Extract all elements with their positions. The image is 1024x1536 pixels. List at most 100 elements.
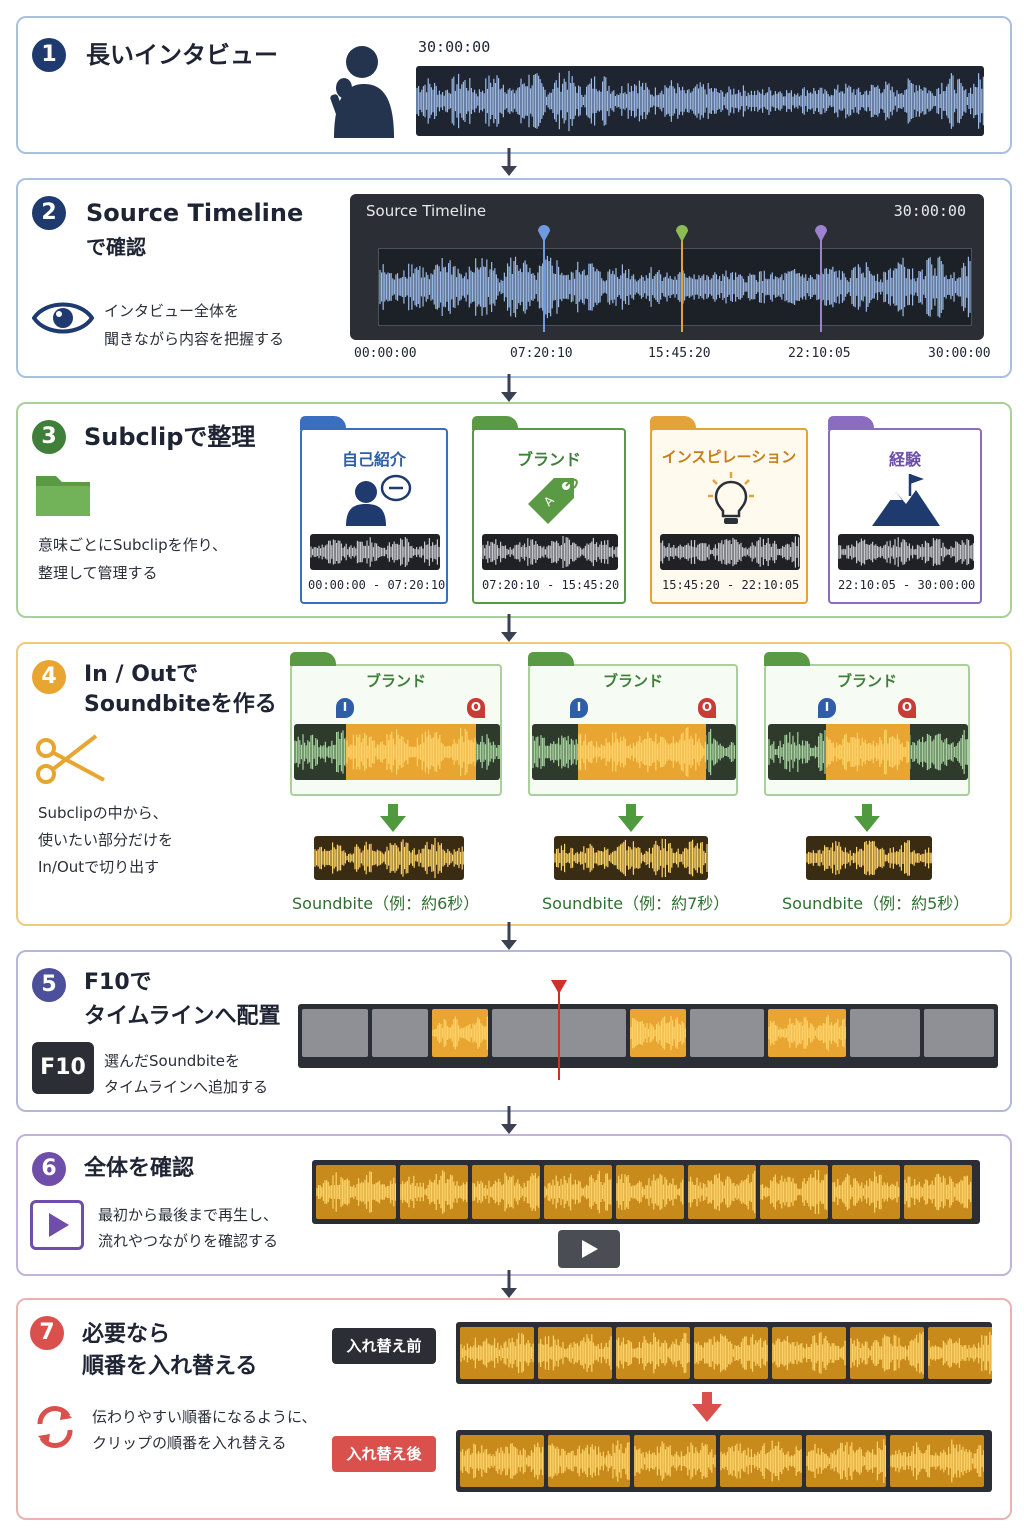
soundbite-clip[interactable] <box>768 1009 846 1057</box>
soundbite-clip[interactable] <box>548 1435 630 1487</box>
step-number: 1 <box>32 38 66 72</box>
out-marker[interactable]: O <box>467 698 485 718</box>
soundbite-clip[interactable] <box>720 1435 802 1487</box>
ruler-tc-1: 07:20:10 <box>510 346 573 361</box>
after-timeline[interactable] <box>456 1430 992 1492</box>
marker-pin-icon <box>815 225 827 242</box>
waveform <box>544 1170 612 1214</box>
step-title: 長いインタビュー <box>86 41 278 69</box>
step-desc-1: Subclipの中から、 <box>38 804 168 822</box>
waveform <box>720 1440 802 1482</box>
waveform <box>310 537 440 567</box>
gap-clip <box>850 1009 920 1057</box>
in-out-selection[interactable] <box>826 724 910 780</box>
step-desc-3: In/Outで切り出す <box>38 858 160 876</box>
down-arrow-icon <box>692 1392 722 1422</box>
soundbite-clip[interactable] <box>460 1435 544 1487</box>
preview-play-button[interactable] <box>558 1230 620 1268</box>
subclip-strip <box>532 724 736 780</box>
brand-subclip-1[interactable]: ブランド I O <box>290 652 502 796</box>
subclip-folder-inspiration[interactable]: インスピレーション 15:45:20 - 22:10:05 <box>650 416 808 604</box>
soundbite-clip[interactable] <box>460 1327 534 1379</box>
step-title: 全体を確認 <box>84 1156 195 1181</box>
flow-arrow <box>501 614 517 642</box>
folder-tab <box>472 416 518 430</box>
subclip-folder-self-intro[interactable]: 自己紹介 00:00:00 - 07:20:10 <box>300 416 448 604</box>
brand-subclip-2[interactable]: ブランド I O <box>528 652 738 796</box>
soundbite-clip[interactable] <box>544 1165 612 1219</box>
gap-clip <box>302 1009 368 1057</box>
folder-icon <box>36 476 90 516</box>
step-desc-2: クリップの順番を入れ替える <box>92 1434 287 1452</box>
waveform <box>460 1442 544 1480</box>
soundbite-clip[interactable] <box>850 1327 924 1379</box>
subclip-range: 15:45:20 - 22:10:05 <box>662 578 800 592</box>
in-marker[interactable]: I <box>818 698 836 718</box>
waveform <box>400 1170 468 1214</box>
subclip-range: 07:20:10 - 15:45:20 <box>482 578 620 592</box>
brand-subclip-3[interactable]: ブランド I O <box>764 652 970 796</box>
soundbite-clip[interactable] <box>928 1327 992 1379</box>
waveform <box>760 1170 828 1214</box>
interviewee-silhouette-icon <box>330 46 394 138</box>
edit-timeline[interactable] <box>298 1004 998 1068</box>
in-marker[interactable]: I <box>336 698 354 718</box>
soundbite-clip[interactable] <box>538 1327 612 1379</box>
in-out-selection[interactable] <box>346 724 476 780</box>
subclip-folder-brand[interactable]: ブランド A 07:20:10 - 15:45:20 <box>472 416 626 604</box>
gap-clip <box>924 1009 994 1057</box>
step-desc-2: 使いたい部分だけを <box>38 831 174 849</box>
soundbite-clip[interactable] <box>472 1165 540 1219</box>
out-marker[interactable]: O <box>698 698 716 718</box>
waveform <box>850 1331 924 1375</box>
soundbite-clip[interactable] <box>694 1327 768 1379</box>
subclip-folder-experience[interactable]: 経験 22:10:05 - 30:00:00 <box>828 416 982 604</box>
out-marker[interactable]: O <box>898 698 916 718</box>
folder-label: ブランド <box>365 672 426 690</box>
assembled-timeline[interactable] <box>312 1160 980 1224</box>
waveform <box>688 1170 756 1214</box>
soundbite-clip[interactable] <box>616 1165 684 1219</box>
soundbite-clip[interactable] <box>432 1009 488 1057</box>
play-button[interactable] <box>30 1200 84 1250</box>
eye-icon <box>32 302 94 334</box>
marker-pin-icon <box>538 225 550 242</box>
soundbite-clip[interactable] <box>772 1327 846 1379</box>
soundbite-clip[interactable] <box>832 1165 900 1219</box>
soundbite-clip[interactable] <box>314 836 464 880</box>
soundbite-clip[interactable] <box>688 1165 756 1219</box>
soundbite-clip[interactable] <box>760 1165 828 1219</box>
soundbite-clip[interactable] <box>400 1165 468 1219</box>
waveform <box>432 1016 488 1050</box>
folder-tab <box>528 652 574 666</box>
folder-label: ブランド <box>516 450 581 469</box>
long-waveform <box>416 66 984 136</box>
play-icon <box>49 1213 69 1237</box>
soundbite-clip[interactable] <box>806 836 932 880</box>
step-3-card: 3 Subclipで整理 意味ごとにSubclipを作り、 整理して管理する 自… <box>16 402 1012 618</box>
soundbite-clip[interactable] <box>616 1327 690 1379</box>
scissors-icon <box>36 734 105 784</box>
soundbite-clip[interactable] <box>806 1435 886 1487</box>
step-title: 必要なら <box>82 1322 171 1347</box>
price-tag-icon: A <box>528 478 578 524</box>
step-title: Subclipで整理 <box>84 423 256 451</box>
soundbite-label: Soundbite（例：約5秒） <box>782 894 970 913</box>
step-desc-1: 意味ごとにSubclipを作り、 <box>38 536 228 554</box>
in-out-selection[interactable] <box>578 724 706 780</box>
soundbite-clip[interactable] <box>890 1435 984 1487</box>
before-timeline[interactable] <box>456 1322 992 1384</box>
playhead[interactable] <box>558 988 560 1080</box>
folder-tab <box>650 416 696 430</box>
soundbite-clip[interactable] <box>634 1435 716 1487</box>
step-number: 3 <box>32 420 66 454</box>
soundbite-clip[interactable] <box>316 1165 396 1219</box>
flow-arrow <box>501 1106 517 1134</box>
soundbite-clip[interactable] <box>554 836 708 880</box>
soundbite-clip[interactable] <box>904 1165 972 1219</box>
f10-key[interactable]: F10 <box>32 1042 94 1094</box>
soundbite-clip[interactable] <box>630 1009 686 1057</box>
flow-arrow <box>501 1270 517 1298</box>
waveform <box>634 1441 716 1481</box>
in-marker[interactable]: I <box>570 698 588 718</box>
